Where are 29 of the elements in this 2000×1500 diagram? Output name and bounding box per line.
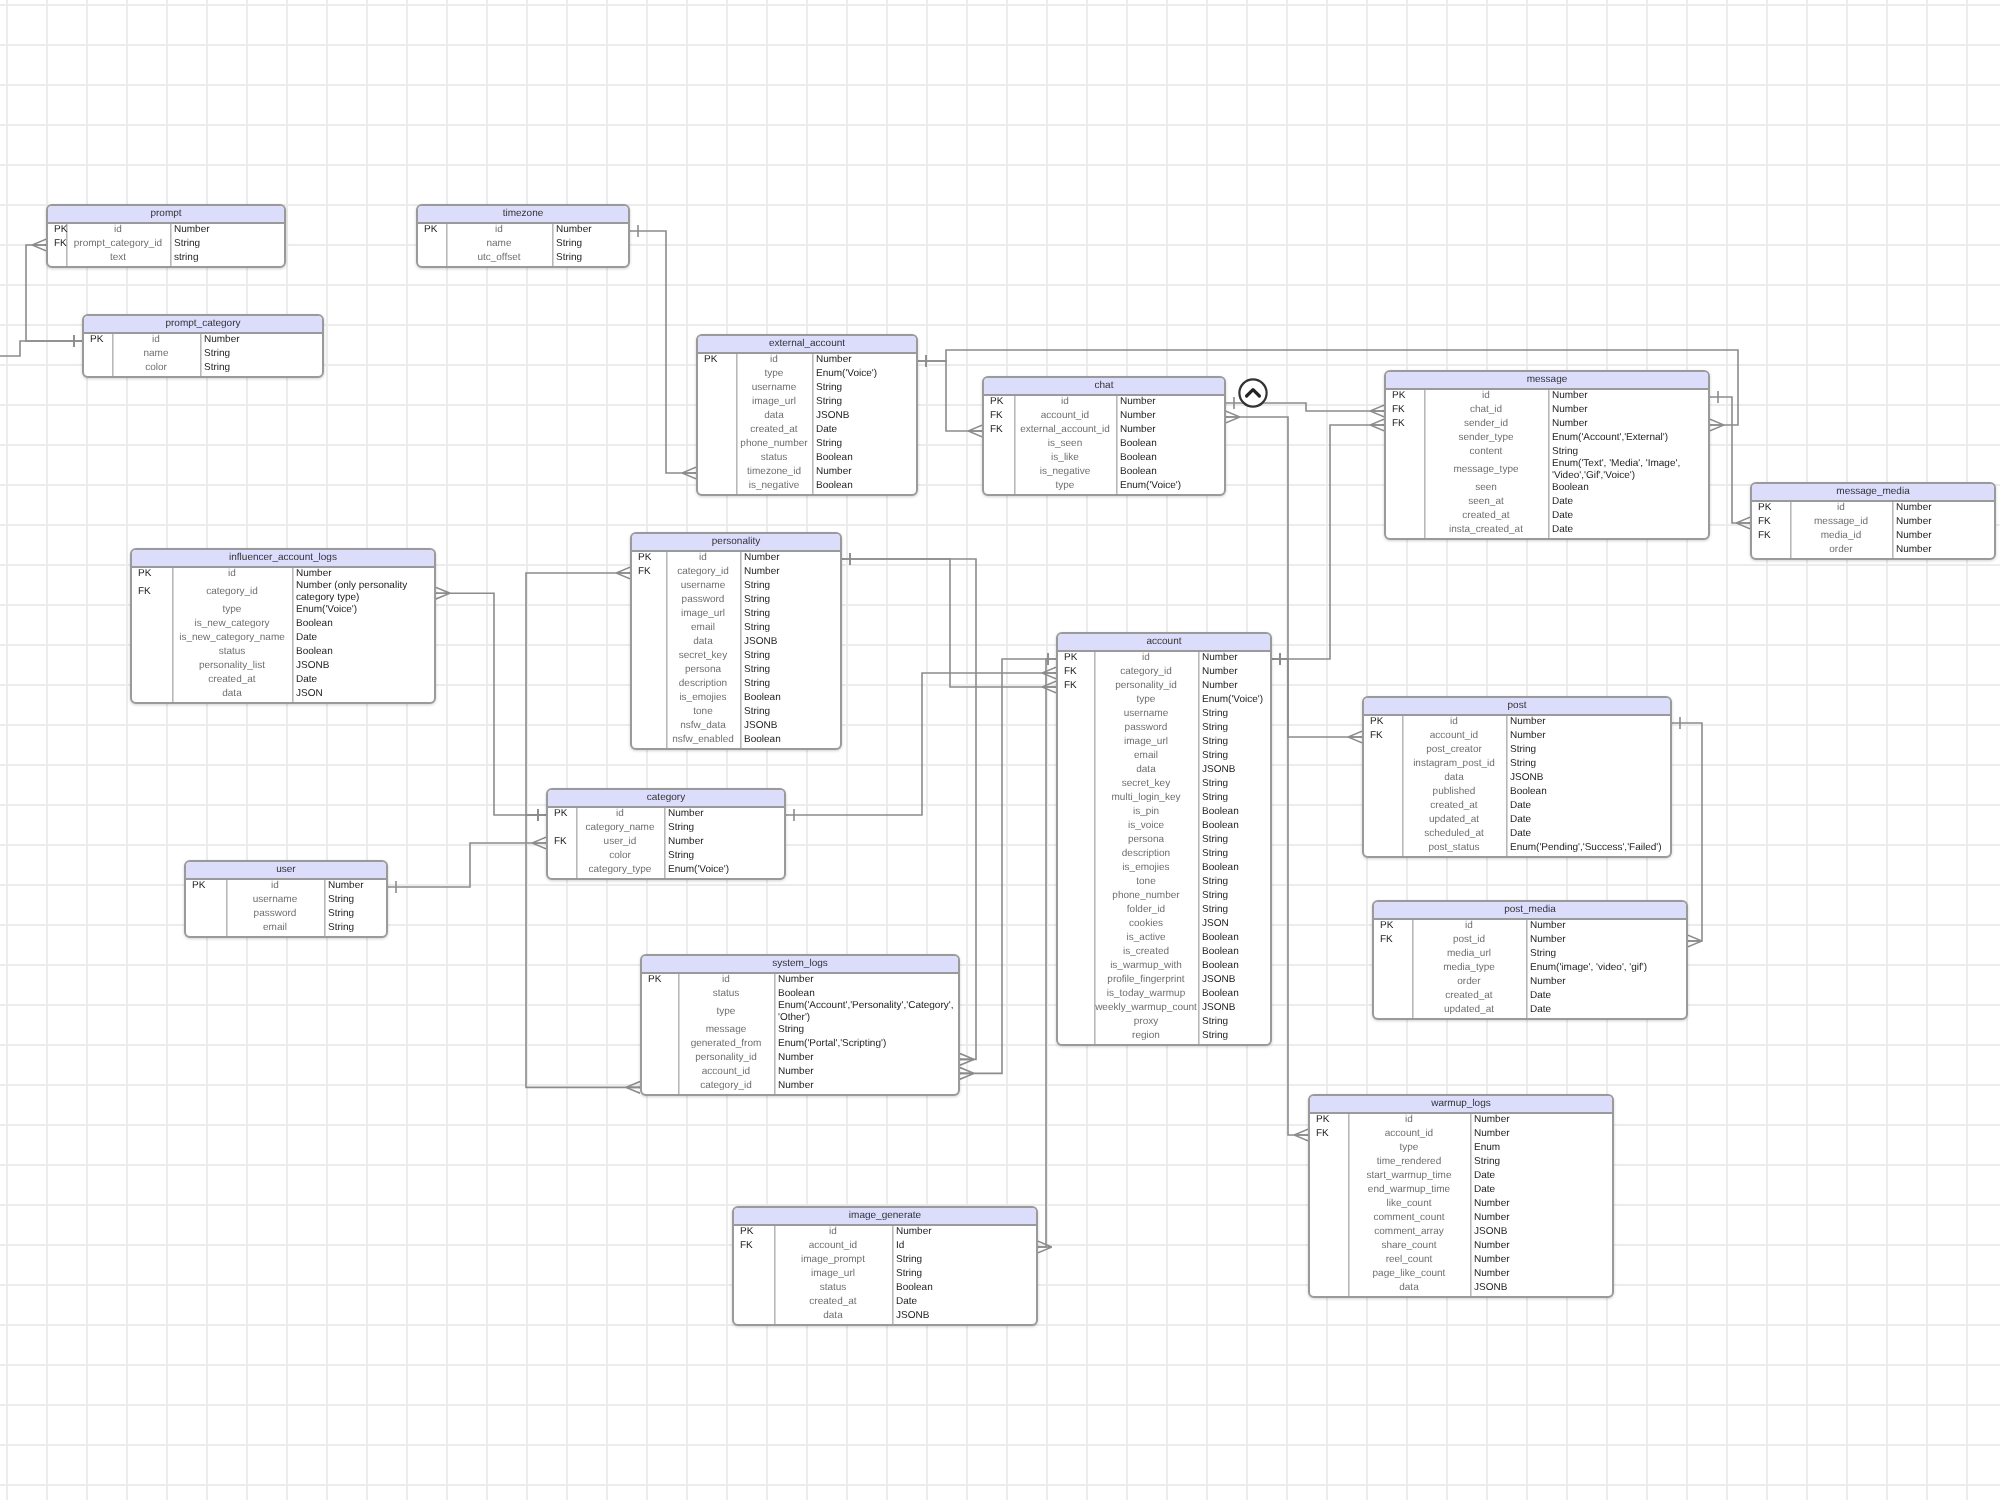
relationship-line: [1225, 396, 1385, 418]
relationship-line: [435, 586, 547, 822]
entity-table: [640, 954, 960, 1097]
entity-table: [732, 1206, 1038, 1326]
entity-table: [184, 860, 388, 938]
entity-table: [546, 788, 786, 880]
relationship-line: [387, 836, 547, 894]
relationship-line: [1271, 652, 1309, 1142]
entity-table: [1056, 632, 1272, 1046]
entity-table: [1372, 900, 1688, 1020]
entity-table: [416, 204, 630, 268]
entity-table: [1384, 370, 1710, 541]
entity-table: [982, 376, 1226, 496]
relationship-line: [841, 552, 1057, 694]
entity-table: [46, 204, 286, 268]
entity-table: [630, 532, 842, 750]
entity-table: [1750, 482, 1996, 560]
relationship-line: [629, 224, 697, 480]
entity-table: [1362, 696, 1672, 858]
relationship-line: [917, 349, 1739, 432]
relationship-line: [1671, 716, 1703, 948]
relationship-line: [1709, 390, 1751, 530]
entity-table: [130, 548, 436, 705]
entity-table: [696, 334, 918, 496]
entity-table: [1308, 1094, 1614, 1298]
entity-table: [82, 314, 324, 378]
relationship-line: [785, 666, 1057, 822]
relationship-line: [0, 334, 83, 357]
relationship-line: [959, 652, 1057, 1080]
